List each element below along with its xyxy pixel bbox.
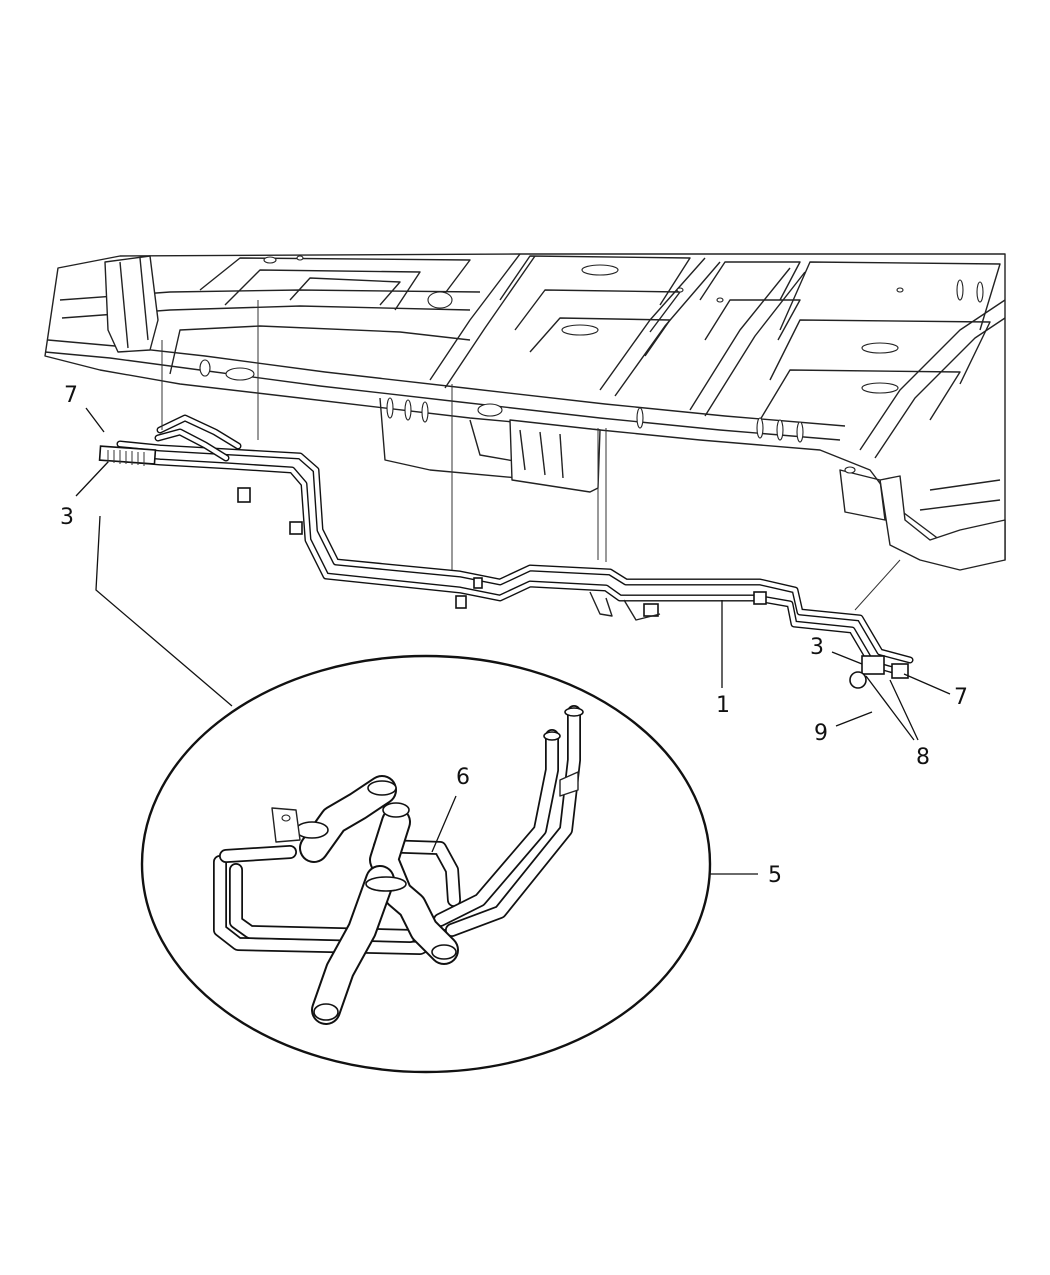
callout-5: 5 [768,863,782,888]
leader-3-right [831,651,863,665]
callout-1: 1 [716,693,730,718]
callout-8: 8 [916,745,930,770]
callout-3-left: 3 [60,505,74,530]
callout-7-right: 7 [954,685,968,710]
leader-7-right [903,673,951,695]
heater-tube-routing [98,300,914,689]
leader-9 [835,711,873,727]
callout-6: 6 [456,765,470,790]
callout-3-right: 3 [810,635,824,660]
callout-7-left: 7 [64,383,78,408]
leader-7-left [85,407,105,433]
detail-inset [95,515,712,1074]
callout-labels: 7 3 1 3 7 9 8 6 5 [60,383,968,888]
leader-8a [865,675,915,741]
frame-holes [199,255,984,474]
leader-3-left [75,461,109,497]
leader-8b [889,679,919,741]
callout-9: 9 [814,721,828,746]
vehicle-underbody-frame [44,253,1006,571]
leader-lines [75,407,951,875]
leader-6 [431,795,457,853]
